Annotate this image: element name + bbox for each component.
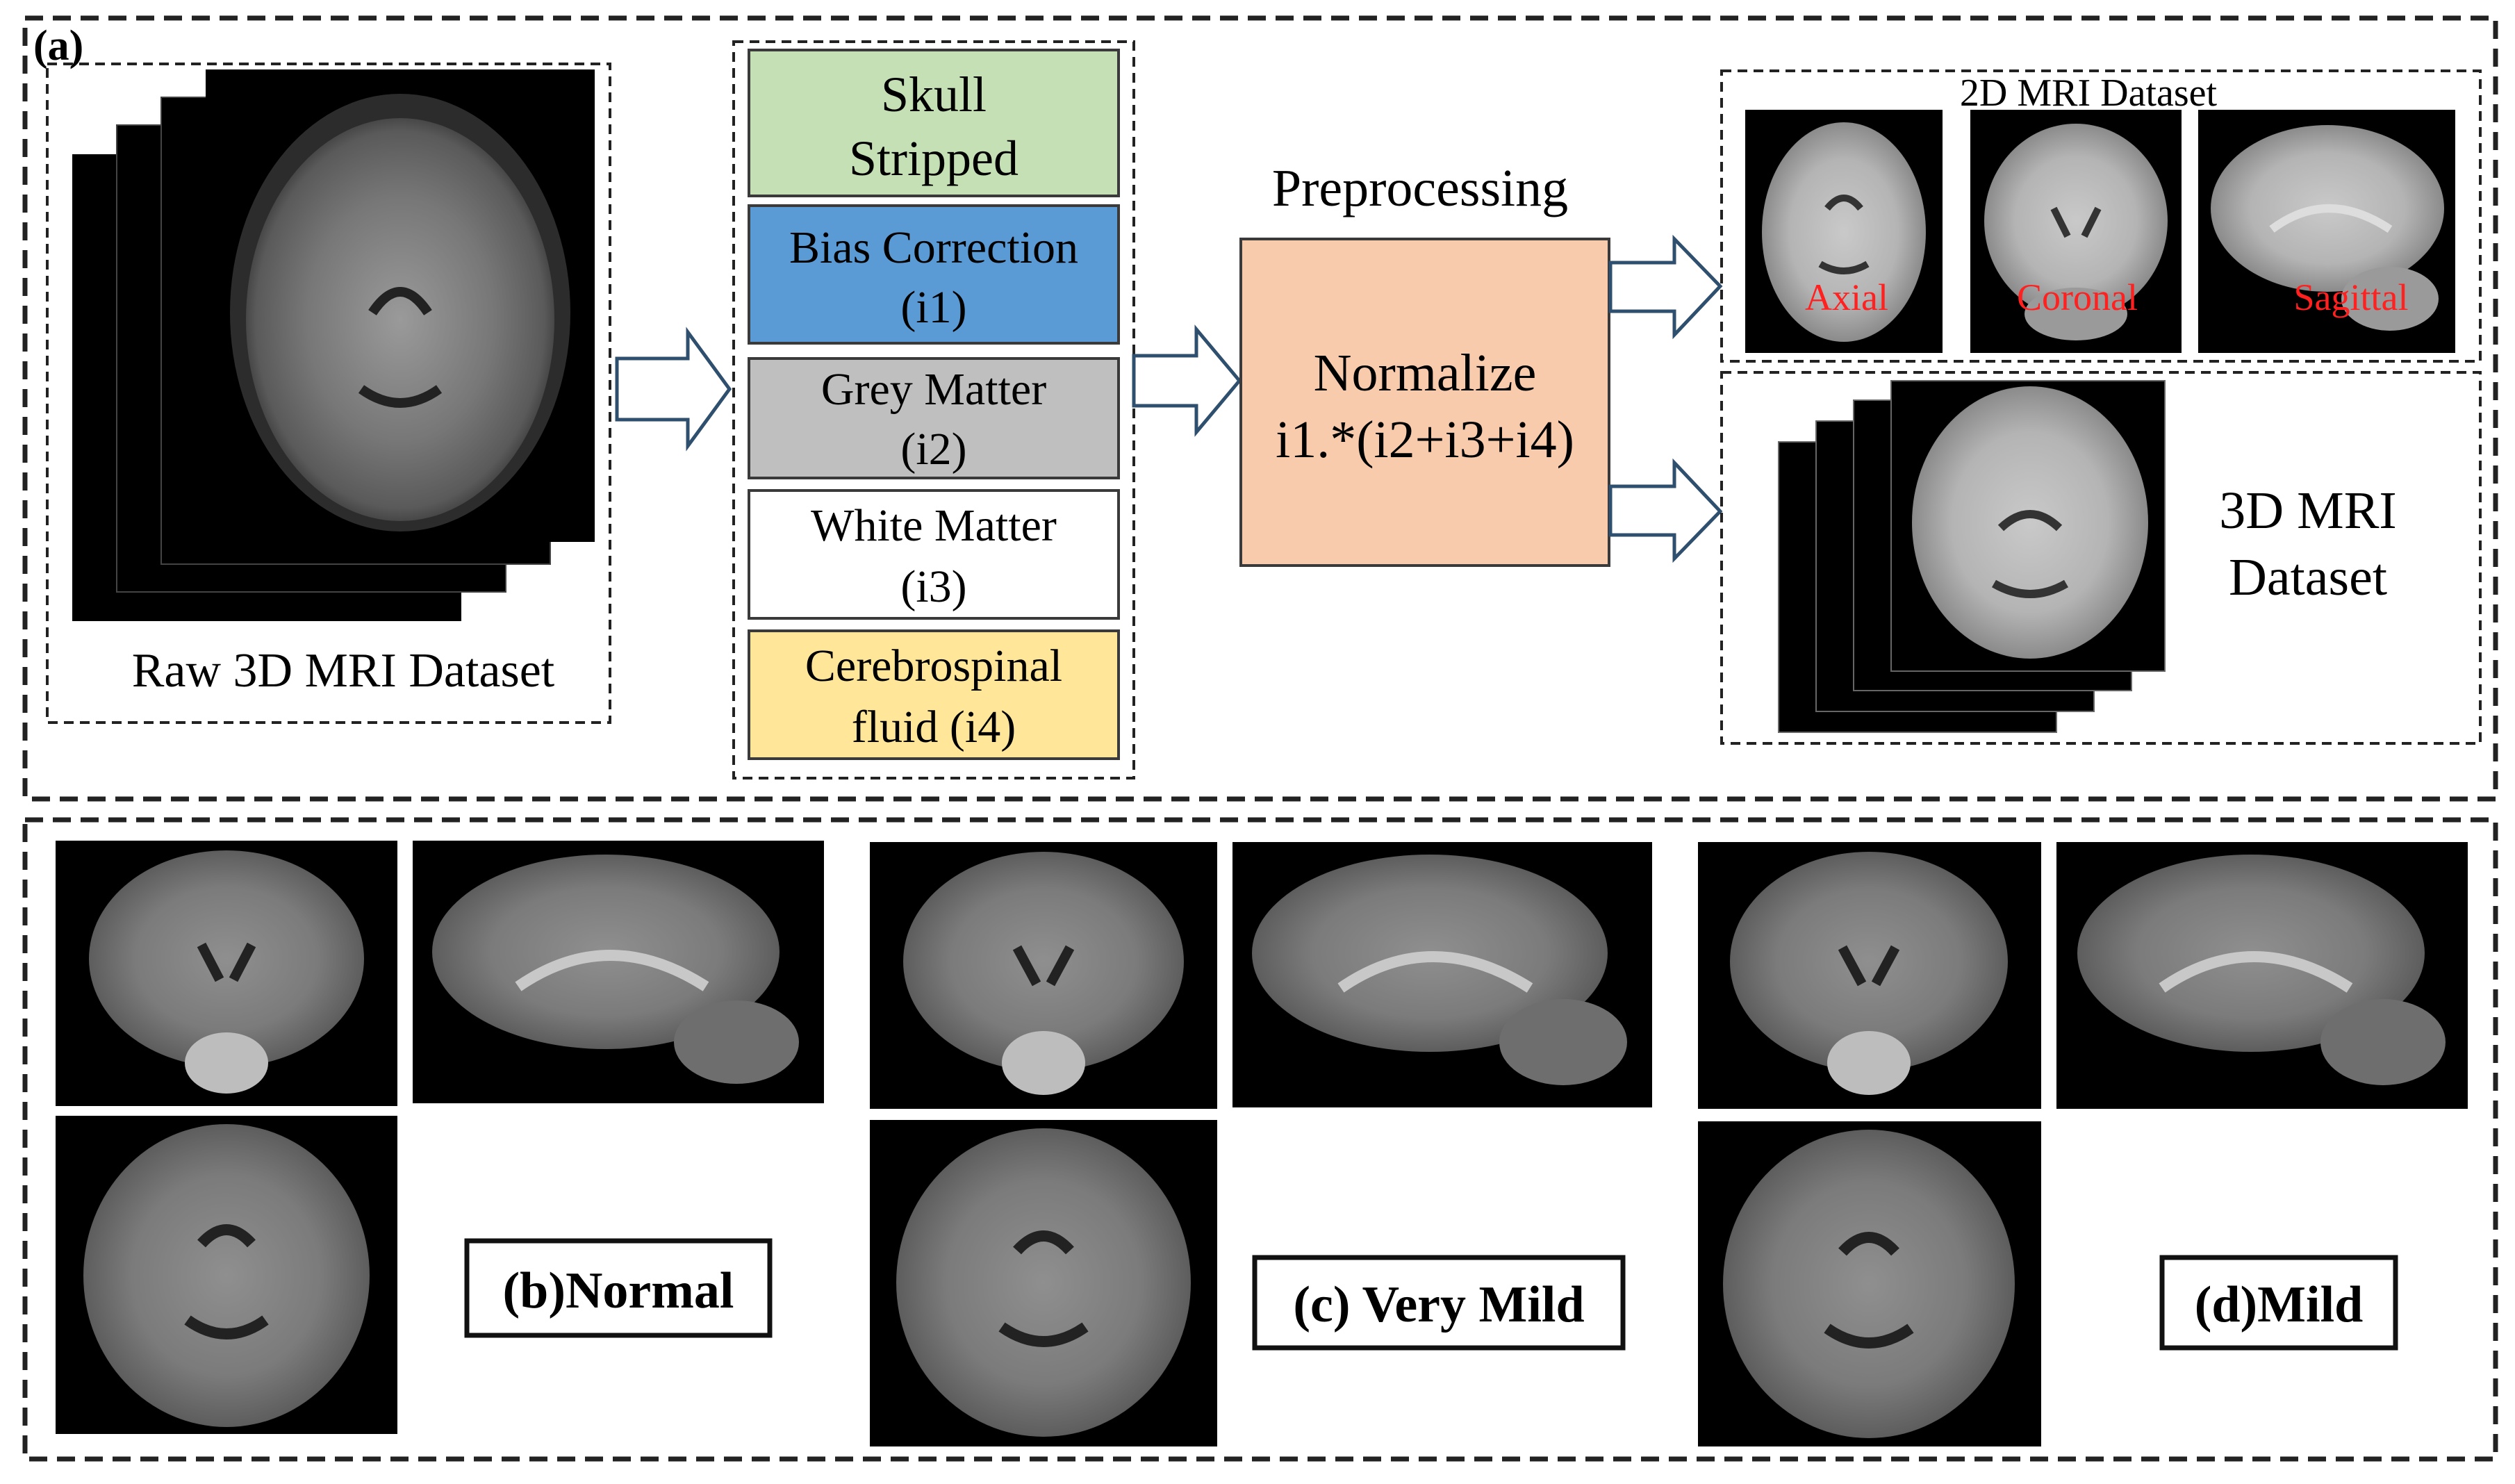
raw-brain-ventricles <box>358 287 443 408</box>
normal-label-box <box>464 1238 773 1338</box>
mri-3d-label-line1: 3D MRI <box>2219 481 2396 540</box>
step-csf-line2: fluid (i4) <box>852 702 1016 752</box>
raw-mri-box <box>46 63 611 724</box>
mild-coronal-brain <box>1730 852 2008 1071</box>
mri-2d-title: 2D MRI Dataset <box>1960 72 2218 115</box>
coronal-cerebellum <box>2025 288 2127 340</box>
sagittal-label: Sagittal <box>2294 277 2409 318</box>
step-skull-stripped <box>748 49 1120 197</box>
normal-axial-brain <box>83 1124 370 1427</box>
step-grey-matter-line2: (i2) <box>900 424 966 475</box>
mild-sagittal-corpus-callosum <box>2159 951 2353 993</box>
normalize-box <box>1239 238 1610 567</box>
mri-3d-box <box>1720 371 2482 745</box>
mild-coronal-ventricles <box>1838 945 1900 987</box>
step-skull-stripped-line1: Skull <box>881 67 987 122</box>
step-bias-correction-line1: Bias Correction <box>789 222 1078 273</box>
step-bias-correction-line2: (i1) <box>900 282 966 333</box>
panel-a-label: (a) <box>33 22 83 69</box>
very-mild-sagittal-cerebellum <box>1499 999 1627 1085</box>
very-mild-sagittal-corpus-callosum <box>1337 951 1533 993</box>
mri-2d-group: 2D MRI Dataset Axial Coronal Sagittal <box>1720 69 2482 363</box>
preprocessing-title: Preprocessing <box>1272 159 1568 217</box>
normal-coronal-brain <box>89 850 364 1067</box>
bottom-panel-frame <box>22 817 2498 1462</box>
raw-mri-caption: Raw 3D MRI Dataset <box>132 644 555 698</box>
step-grey-matter <box>748 357 1120 479</box>
group-very-mild: (c) Very Mild <box>870 842 1652 1446</box>
coronal-brain <box>1984 124 2168 318</box>
normal-coronal-brainstem <box>185 1032 268 1094</box>
mild-axial-brain <box>1723 1130 2015 1438</box>
arrow-to-3d <box>1608 458 1723 563</box>
arrow-steps-to-normalize <box>1132 324 1242 437</box>
arrow-raw-to-steps <box>615 327 732 452</box>
step-csf-line1: Cerebrospinal <box>805 641 1062 691</box>
step-grey-matter-line1: Grey Matter <box>821 364 1046 415</box>
arrow-to-2d <box>1608 234 1723 340</box>
normal-label: (b)Normal <box>503 1262 734 1319</box>
mri-3d-brain <box>1912 386 2148 659</box>
steps-frame <box>732 40 1135 780</box>
normal-sagittal-cerebellum <box>674 1000 799 1084</box>
mild-axial-ventricles <box>1824 1232 1914 1349</box>
sagittal-cerebellum <box>2341 267 2439 331</box>
mild-sagittal-cerebellum <box>2320 999 2446 1085</box>
sagittal-corpus-callosum <box>2269 204 2393 233</box>
step-bias-correction <box>748 204 1120 345</box>
step-white-matter <box>748 489 1120 620</box>
very-mild-label-box <box>1252 1255 1626 1351</box>
step-skull-stripped-line2: Stripped <box>849 131 1019 186</box>
mild-label: (d)Mild <box>2195 1276 2364 1333</box>
normal-axial-ventricles <box>184 1224 269 1339</box>
normal-sagittal-corpus-callosum <box>515 950 709 991</box>
very-mild-axial-brain <box>896 1128 1191 1437</box>
very-mild-axial-ventricles <box>998 1230 1089 1347</box>
preprocessing-steps: Skull Stripped Bias Correction (i1) Grey… <box>732 40 1135 780</box>
step-white-matter-line2: (i3) <box>900 561 966 612</box>
axial-label: Axial <box>1805 277 1888 318</box>
coronal-label: Coronal <box>2017 277 2138 318</box>
mild-coronal-brainstem <box>1827 1031 1911 1095</box>
mri-3d-label-line2: Dataset <box>2229 548 2387 607</box>
raw-brain-axial <box>246 118 554 521</box>
step-white-matter-line1: White Matter <box>811 500 1057 551</box>
very-mild-label: (c) Very Mild <box>1293 1276 1584 1333</box>
very-mild-coronal-brainstem <box>1002 1031 1085 1095</box>
panel-a-frame <box>22 15 2498 802</box>
normal-coronal-ventricles <box>197 942 256 982</box>
group-mild: (d)Mild <box>1698 842 2468 1446</box>
very-mild-coronal-brain <box>903 852 1184 1071</box>
step-csf <box>748 629 1120 760</box>
mri-3d-group: 3D MRI Dataset <box>1720 371 2482 745</box>
axial-brain <box>1762 122 1926 342</box>
axial-ventricles <box>1818 195 1870 274</box>
mri-3d-ventricles <box>1992 510 2068 598</box>
mild-label-box <box>2159 1255 2398 1351</box>
raw-mri-group: Raw 3D MRI Dataset <box>46 63 611 724</box>
normalize-line1: Normalize <box>1314 344 1537 402</box>
coronal-ventricles <box>2050 206 2102 238</box>
mri-2d-box <box>1720 69 2482 363</box>
very-mild-coronal-ventricles <box>1012 945 1075 987</box>
group-normal: (b)Normal <box>56 841 824 1434</box>
normalize-formula: i1.*(i2+i3+i4) <box>1276 411 1574 469</box>
